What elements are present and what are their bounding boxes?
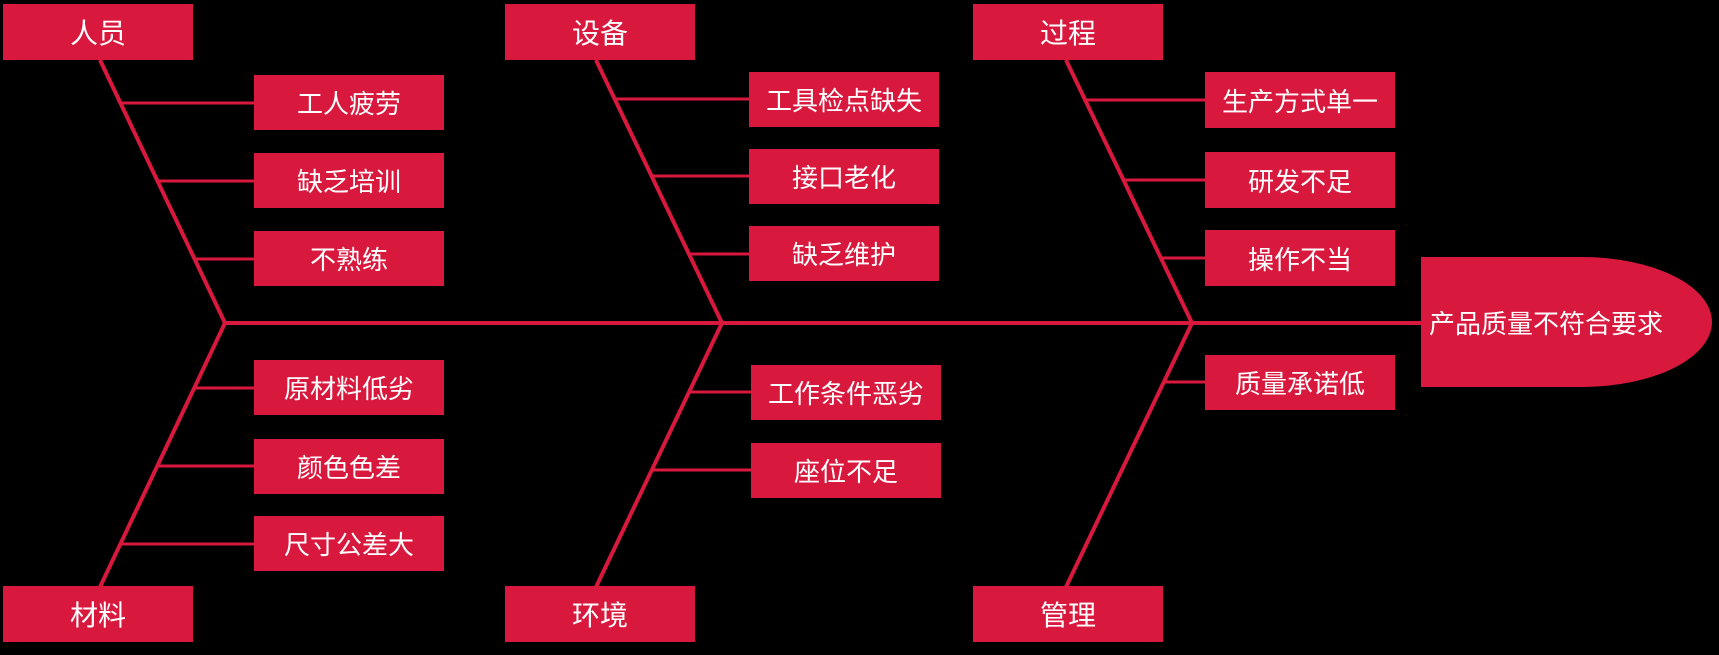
- cause-box-environment-1[interactable]: 工作条件恶劣: [751, 365, 941, 420]
- cause-box-equipment-1[interactable]: 工具检点缺失: [749, 72, 939, 127]
- cause-box-personnel-1[interactable]: 工人疲劳: [254, 75, 444, 130]
- cause-box-personnel-3[interactable]: 不熟练: [254, 231, 444, 286]
- cause-label: 颜色色差: [296, 453, 401, 483]
- category-label: 人员: [69, 18, 126, 49]
- cause-box-process-2[interactable]: 研发不足: [1205, 152, 1395, 208]
- category-box-environment[interactable]: 环境: [505, 586, 695, 642]
- category-box-equipment[interactable]: 设备: [505, 4, 695, 60]
- cause-label: 操作不当: [1247, 244, 1352, 275]
- effect-label: 产品质量不符合要求: [1429, 308, 1664, 339]
- cause-label: 不熟练: [309, 245, 388, 275]
- cause-box-material-1[interactable]: 原材料低劣: [254, 360, 444, 415]
- cause-label: 缺乏培训: [296, 167, 401, 197]
- cause-label: 生产方式单一: [1221, 86, 1378, 117]
- cause-label: 座位不足: [793, 457, 898, 487]
- bone-material-line: [98, 322, 227, 588]
- bone-management-line: [1064, 322, 1194, 588]
- cause-box-equipment-3[interactable]: 缺乏维护: [749, 226, 939, 281]
- cause-label: 质量承诺低: [1234, 369, 1365, 399]
- bone-personnel-line: [98, 59, 227, 324]
- cause-label: 工作条件恶劣: [767, 379, 924, 409]
- category-label: 过程: [1039, 18, 1096, 49]
- cause-label: 原材料低劣: [283, 374, 414, 404]
- bone-environment-line: [594, 322, 724, 588]
- category-box-process[interactable]: 过程: [973, 4, 1163, 60]
- effect-head-box[interactable]: 产品质量不符合要求: [1421, 257, 1712, 387]
- category-label: 环境: [571, 600, 628, 631]
- cause-label: 尺寸公差大: [283, 530, 414, 560]
- cause-box-material-2[interactable]: 颜色色差: [254, 439, 444, 494]
- bone-process-line: [1064, 59, 1194, 324]
- cause-box-environment-2[interactable]: 座位不足: [751, 443, 941, 498]
- cause-box-material-3[interactable]: 尺寸公差大: [254, 516, 444, 571]
- cause-label: 工具检点缺失: [765, 86, 922, 116]
- cause-label: 接口老化: [791, 163, 896, 193]
- cause-box-process-1[interactable]: 生产方式单一: [1205, 72, 1395, 128]
- cause-box-management-1[interactable]: 质量承诺低: [1205, 355, 1395, 410]
- category-label: 设备: [571, 18, 628, 49]
- category-box-management[interactable]: 管理: [973, 586, 1163, 642]
- cause-label: 研发不足: [1247, 166, 1352, 197]
- cause-label: 缺乏维护: [791, 240, 896, 270]
- cause-box-personnel-2[interactable]: 缺乏培训: [254, 153, 444, 208]
- category-label: 材料: [69, 600, 126, 631]
- bone-equipment-line: [594, 59, 724, 324]
- cause-box-process-3[interactable]: 操作不当: [1205, 230, 1395, 286]
- category-label: 管理: [1039, 600, 1096, 631]
- cause-box-equipment-2[interactable]: 接口老化: [749, 149, 939, 204]
- category-box-personnel[interactable]: 人员: [3, 4, 193, 60]
- category-box-material[interactable]: 材料: [3, 586, 193, 642]
- cause-label: 工人疲劳: [296, 89, 401, 119]
